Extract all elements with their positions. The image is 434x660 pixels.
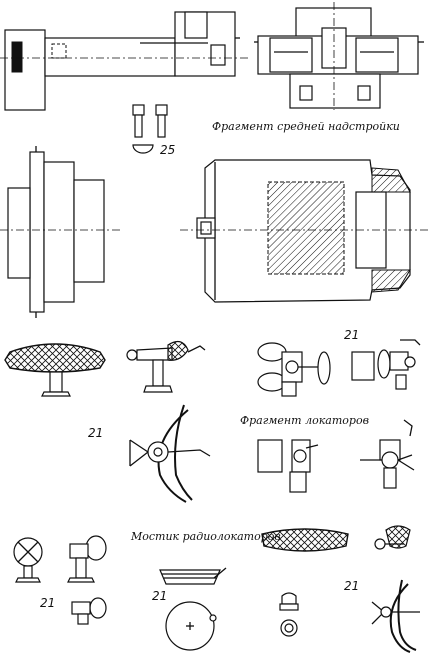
bolt-detail-25 xyxy=(132,104,168,154)
label-fragment-mid-superstructure: Фрагмент средней надстройки xyxy=(212,120,400,133)
part-number-25: 25 xyxy=(160,143,176,157)
part-number-21: 21 xyxy=(344,579,360,593)
locator-assembly-center xyxy=(257,439,319,493)
label-radar-bridge: Мостик радиолокаторов xyxy=(131,530,281,543)
part-number-21: 21 xyxy=(152,589,168,603)
superstructure-side-view xyxy=(0,11,250,111)
dish-antenna-front xyxy=(13,537,43,583)
radar-bridge-platform xyxy=(159,528,349,585)
locator-fragment-left xyxy=(257,342,331,397)
locator-fragment-right xyxy=(351,339,421,390)
part-number-21: 21 xyxy=(88,426,104,440)
arc-radar-antenna xyxy=(129,404,211,503)
round-plate xyxy=(165,601,217,651)
antenna-mast-detail xyxy=(126,340,206,393)
label-fragment-locators: Фрагмент локаторов xyxy=(240,414,369,427)
part-number-21: 21 xyxy=(344,328,360,342)
dish-antenna-small xyxy=(71,597,107,625)
dish-antenna-side xyxy=(67,535,107,583)
arc-antenna-bottom-right xyxy=(371,579,420,653)
locator-arm-right xyxy=(360,419,415,489)
part-number-21: 21 xyxy=(40,596,56,610)
superstructure-front-view xyxy=(254,2,424,110)
hull-side-section xyxy=(0,146,120,318)
nut-and-washer xyxy=(279,592,299,637)
superstructure-plan-view xyxy=(180,159,430,303)
lattice-radar-antenna xyxy=(4,343,106,397)
mesh-antenna-small xyxy=(374,525,411,550)
